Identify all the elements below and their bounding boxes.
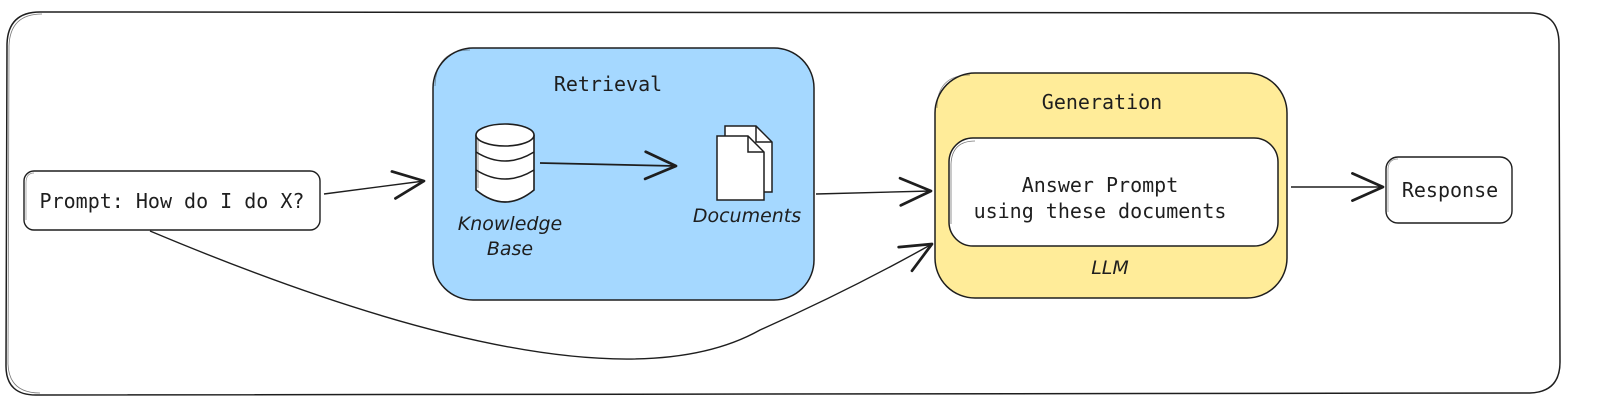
arrow-prompt-to-generation — [149, 230, 934, 360]
generation-group: Generation Answer Prompt using these doc… — [934, 72, 1288, 299]
database-icon — [475, 123, 535, 203]
llm-prompt-box — [948, 137, 1279, 247]
llm-instruction-line2: using these documents — [974, 199, 1227, 223]
response-node: Response — [1385, 156, 1513, 224]
llm-instruction-line1: Answer Prompt — [1022, 173, 1179, 197]
knowledge-base-label-line2: Base — [487, 238, 533, 260]
prompt-text: Prompt: How do I do X? — [40, 189, 305, 213]
prompt-node: Prompt: How do I do X? — [23, 170, 321, 231]
outer-frame — [5, 11, 1561, 396]
flow-arrows — [149, 150, 1385, 360]
arrow-knowledge-base-to-documents — [539, 150, 678, 181]
arrow-prompt-to-retrieval — [323, 170, 426, 200]
documents-icon — [716, 125, 773, 201]
arrow-retrieval-to-generation — [815, 176, 933, 207]
retrieval-title: Retrieval — [554, 72, 662, 96]
response-text: Response — [1402, 178, 1498, 202]
llm-label: LLM — [1091, 257, 1129, 279]
retrieval-group: Retrieval — [432, 47, 815, 301]
knowledge-base-label-line1: Knowledge — [458, 213, 562, 235]
documents-label: Documents — [693, 205, 801, 227]
generation-title: Generation — [1042, 90, 1162, 114]
